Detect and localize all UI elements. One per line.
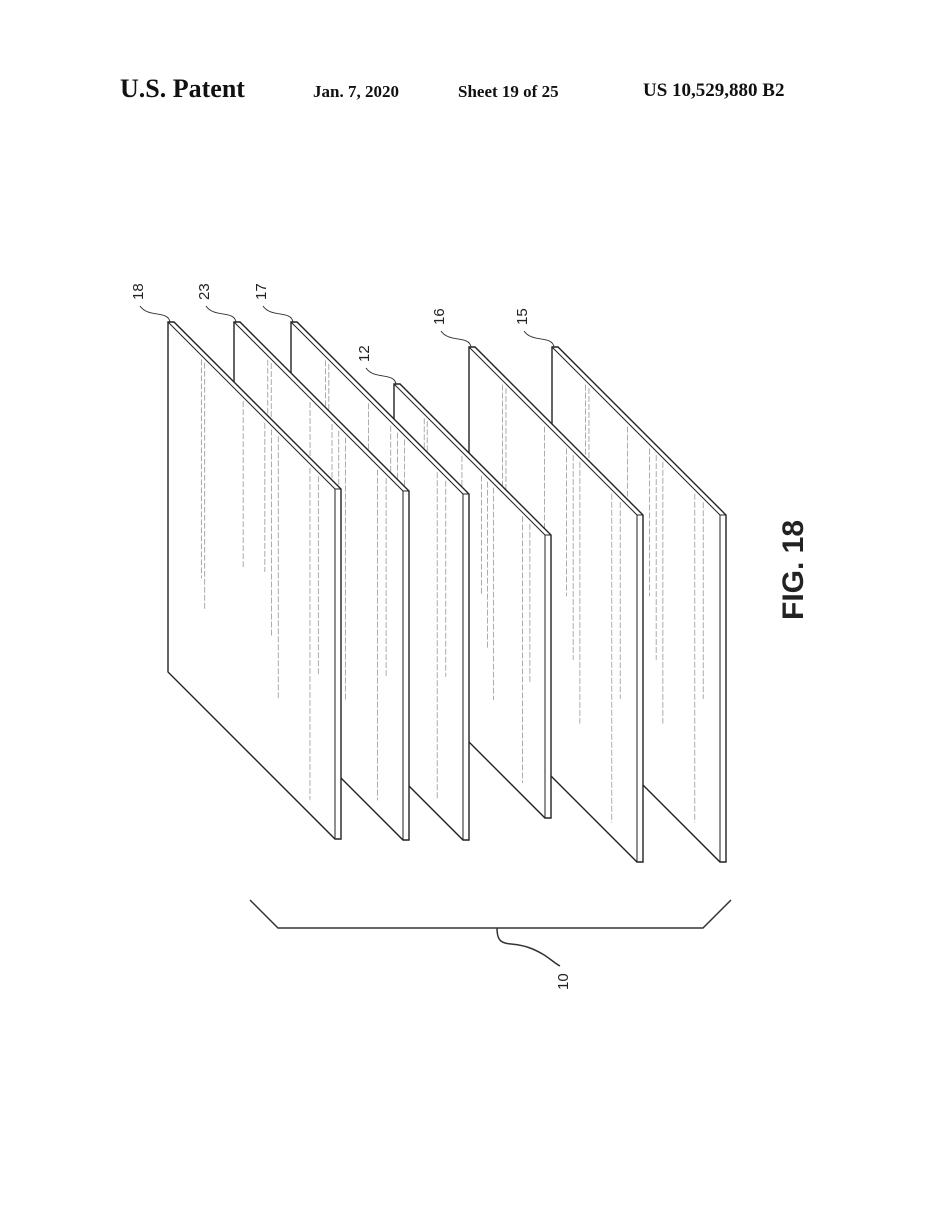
ref-label-18: 18 <box>130 283 147 300</box>
ref-label-23: 23 <box>196 283 213 300</box>
panel-18 <box>167 321 342 840</box>
patent-number: US 10,529,880 B2 <box>643 80 785 101</box>
figure-label: FIG. 18 <box>777 520 810 620</box>
ref-label-16: 16 <box>431 308 448 325</box>
panel-edge <box>393 383 551 818</box>
panel-edge <box>290 321 469 840</box>
leader-line <box>139 305 171 323</box>
panel-stack <box>167 321 727 863</box>
leader-line <box>262 305 294 323</box>
leader-line <box>205 305 237 323</box>
leader-line <box>365 367 397 385</box>
leader-line <box>440 330 472 348</box>
ref-label-15: 15 <box>514 308 531 325</box>
patent-date: Jan. 7, 2020 <box>313 82 399 101</box>
panel-edge <box>233 321 409 840</box>
ref-label-12: 12 <box>356 345 373 362</box>
ref-label-17: 17 <box>253 283 270 300</box>
panel-edge <box>551 346 726 862</box>
panel-edge <box>167 321 341 839</box>
assembly-bracket <box>249 899 732 967</box>
patent-header-title: U.S. Patent <box>120 74 245 103</box>
sheet-number: Sheet 19 of 25 <box>458 82 559 101</box>
leader-line <box>523 330 555 348</box>
panel-edge <box>468 346 643 862</box>
ref-label-10: 10 <box>555 973 572 990</box>
